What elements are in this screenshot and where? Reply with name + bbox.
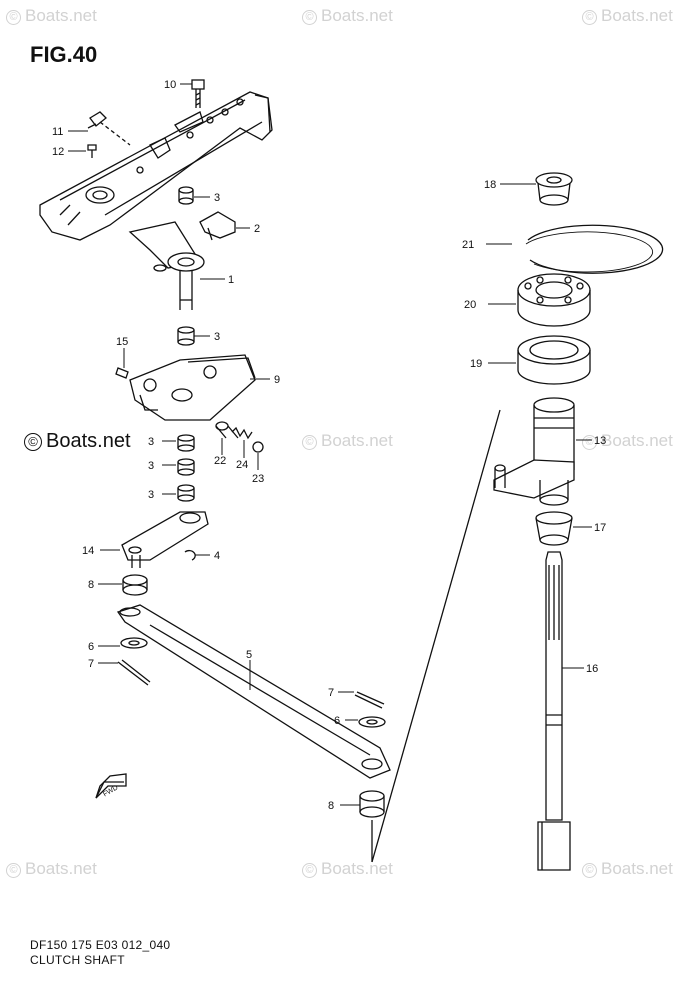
callout-7-a: 7 [88,658,94,670]
leader-lines [68,83,592,806]
lever-2 [199,211,236,241]
plug-18 [535,172,573,206]
callout-1: 1 [228,274,234,286]
callout-6-a: 6 [88,641,94,653]
callout-18: 18 [484,179,496,191]
watermark-top-right: ©Boats.net [582,6,673,26]
clutch-shaft-16 [537,551,571,871]
callout-3-b: 3 [214,331,220,343]
callout-9: 9 [274,374,280,386]
callout-5: 5 [246,649,252,661]
snap-ring-21 [525,224,664,274]
cotter-pin-7-left [117,659,151,686]
clip-11 [87,111,107,129]
callout-20: 20 [464,299,476,311]
diagram-code: DF150 175 E03 012_040 [30,938,171,952]
callout-23: 23 [252,473,264,485]
callout-3-c: 3 [148,436,154,448]
callout-6-b: 6 [334,715,340,727]
callout-12: 12 [52,146,64,158]
watermark-mid-right: ©Boats.net [582,431,673,451]
callout-11: 11 [52,126,63,138]
callout-2: 2 [254,223,260,235]
callout-10: 10 [164,79,176,91]
callout-4: 4 [214,550,220,562]
watermark-bottom-center: ©Boats.net [302,859,393,879]
bushing-3-top [178,186,194,205]
callout-15: 15 [116,336,128,348]
upper-bracket [39,91,273,241]
lever-plate-9 [129,354,256,421]
cotter-pin-7-right [354,691,385,709]
callout-24: 24 [236,459,248,471]
bolt-10 [191,79,205,108]
figure-title: FIG.40 [30,42,98,67]
bushing-3-mid [177,326,195,346]
link-rod-5 [116,604,391,779]
guide-1 [128,221,205,310]
bushing-19 [517,335,591,385]
callout-16: 16 [586,663,598,675]
callout-14: 14 [82,545,94,557]
callout-3-a: 3 [214,192,220,204]
bearing-20 [517,273,591,327]
watermark-mid-center: ©Boats.net [302,431,393,451]
watermark-top-center: ©Boats.net [302,6,393,26]
callout-7-b: 7 [328,687,334,699]
callout-8-a: 8 [88,579,94,591]
ball-23 [252,441,264,453]
screw-12 [87,144,97,158]
watermark-bottom-left: ©Boats.net [6,859,97,879]
watermark-bottom-right: ©Boats.net [582,859,673,879]
screw-15 [115,367,129,379]
clip-4 [184,549,196,561]
bushing-8-lower [359,790,385,818]
clutch-shaft-lever-13 [493,397,575,506]
watermark-top-left: ©Boats.net [6,6,97,26]
spacer-22 [215,421,239,439]
washer-6-right [358,716,386,728]
arm-14 [121,511,209,568]
callout-3-e: 3 [148,489,154,501]
spring-24 [231,426,253,440]
washer-8-upper [122,574,148,596]
callout-8-b: 8 [328,800,334,812]
callout-3-d: 3 [148,460,154,472]
watermark-mid-left: ©Boats.net [24,430,131,453]
callout-21: 21 [462,239,474,251]
callout-13: 13 [594,435,606,447]
callout-19: 19 [470,358,482,370]
callout-22: 22 [214,455,226,467]
callout-17: 17 [594,522,606,534]
bushing-3-stack [177,434,195,502]
diagram-name: CLUTCH SHAFT [30,953,125,967]
washer-6-left [120,637,148,649]
bushing-17 [535,511,573,546]
forward-arrow-icon [95,773,127,799]
